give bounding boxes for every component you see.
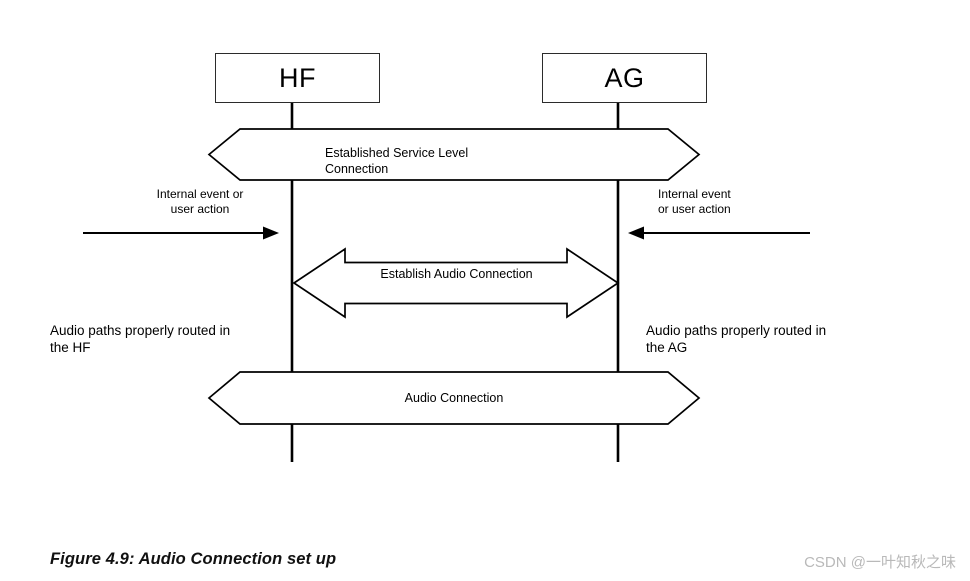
message-double-arrow-establish-audio-connection — [292, 247, 620, 319]
message-hexagon-established-service-level-connection — [207, 128, 701, 181]
figure-caption: Figure 4.9: Audio Connection set up — [50, 550, 337, 568]
message-label-clip-establish-audio-connection: Establish Audio Connection — [346, 263, 567, 303]
message-label-established-service-level-connection: Established Service Level Connection — [325, 146, 469, 176]
actor-label-ag: AG — [604, 62, 645, 93]
note-hf-audio-paths: Audio paths properly routed in the HF — [50, 323, 231, 355]
event-arrow-head-hf — [263, 226, 279, 240]
event-arrow-head-ag — [628, 226, 644, 240]
actor-label-hf: HF — [279, 62, 316, 93]
message-label-establish-audio-connection: Establish Audio Connection — [380, 267, 533, 281]
message-label-audio-connection: Audio Connection — [404, 391, 504, 405]
event-label-hf-internal-event: Internal event or user action — [156, 187, 244, 216]
csdn-watermark: CSDN @一叶知秋之味 — [804, 554, 956, 571]
event-label-ag-internal-event: Internal event or user action — [658, 187, 731, 216]
actor-box-ag: AG — [542, 53, 707, 103]
actor-box-hf: HF — [215, 53, 380, 103]
message-hexagon-audio-connection — [207, 371, 701, 425]
note-ag-audio-paths: Audio paths properly routed in the AG — [646, 323, 827, 355]
